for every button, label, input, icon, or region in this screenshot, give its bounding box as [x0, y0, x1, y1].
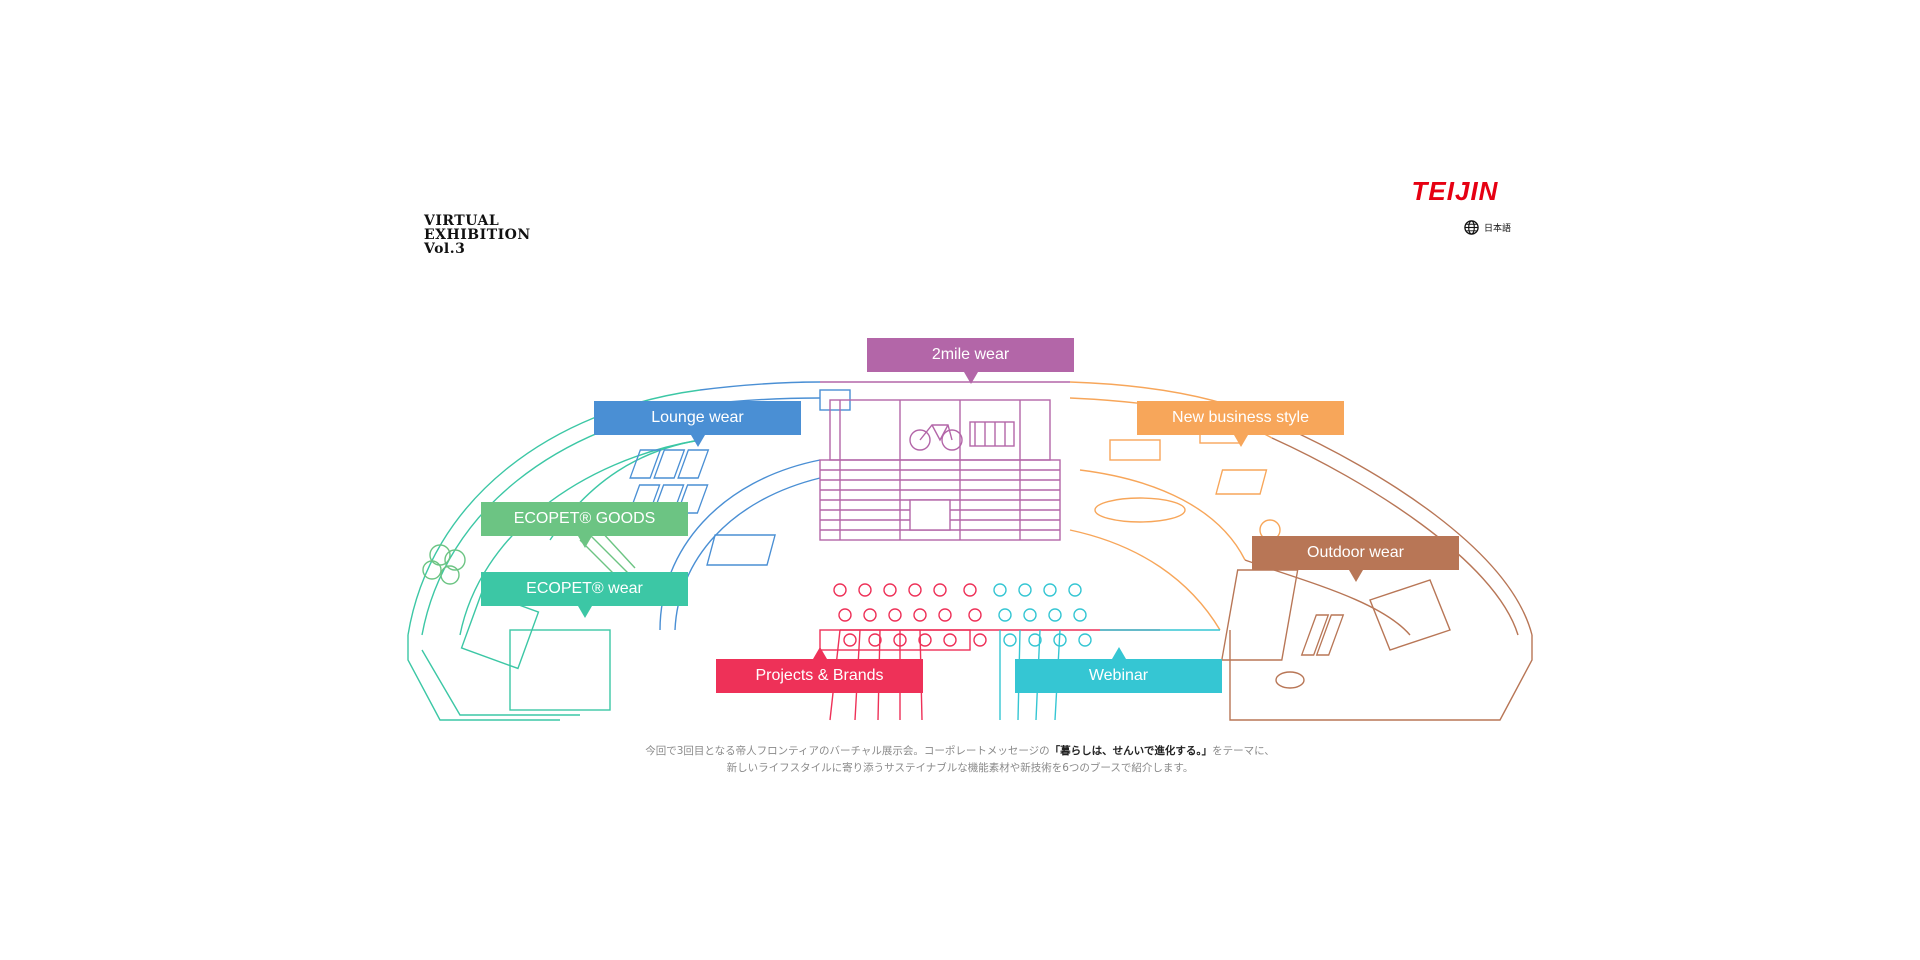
language-switch[interactable]: 日本語 [1464, 220, 1511, 235]
exhibition-description: 今回で3回目となる帝人フロンティアのバーチャル展示会。コーポレートメッセージの「… [560, 743, 1360, 777]
seminar-seats [819, 583, 1160, 721]
booth-ecopet-wear[interactable]: ECOPET® wear [481, 572, 688, 606]
description-text: 今回で3回目となる帝人フロンティアのバーチャル展示会。コーポレートメッセージの [645, 745, 1050, 757]
webinar-seats [993, 583, 1220, 721]
description-text: をテーマに、 [1212, 745, 1275, 757]
corporate-message: 「暮らしは、せんいで進化する。」 [1049, 745, 1213, 757]
booth-lounge-wear[interactable]: Lounge wear [594, 401, 801, 435]
description-line-2: 新しいライフスタイルに寄り添うサステイナブルな機能素材や新技術を6つのブースで紹… [726, 762, 1194, 774]
exhibition-title-line: Vol.3 [424, 241, 466, 257]
description-line-1: 今回で3回目となる帝人フロンティアのバーチャル展示会。コーポレートメッセージの「… [560, 743, 1360, 760]
floor-outline-outdoor [1220, 424, 1533, 721]
exhibition-title: VIRTUAL EXHIBITION Vol.3 [424, 214, 531, 256]
logo-text: TEIJIN [1412, 176, 1499, 206]
language-label: 日本語 [1484, 224, 1512, 234]
exhibition-title-line: EXHIBITION [424, 227, 531, 243]
booth-projects-brands[interactable]: Projects & Brands [716, 659, 923, 693]
floor-outline-left [407, 389, 701, 721]
booth-new-business-style[interactable]: New business style [1137, 401, 1344, 435]
booth-2mile-structure [819, 381, 1070, 541]
booth-outdoor-wear[interactable]: Outdoor wear [1252, 536, 1459, 570]
bicycle-illustration [909, 424, 963, 451]
teijin-logo[interactable]: TEIJIN [1394, 176, 1516, 206]
booth-webinar[interactable]: Webinar [1015, 659, 1222, 693]
globe-icon [1464, 220, 1479, 235]
booth-2mile-wear[interactable]: 2mile wear [867, 338, 1074, 372]
booth-ecopet-goods[interactable]: ECOPET® GOODS [481, 502, 688, 536]
exhibition-title-line: VIRTUAL [424, 213, 500, 229]
